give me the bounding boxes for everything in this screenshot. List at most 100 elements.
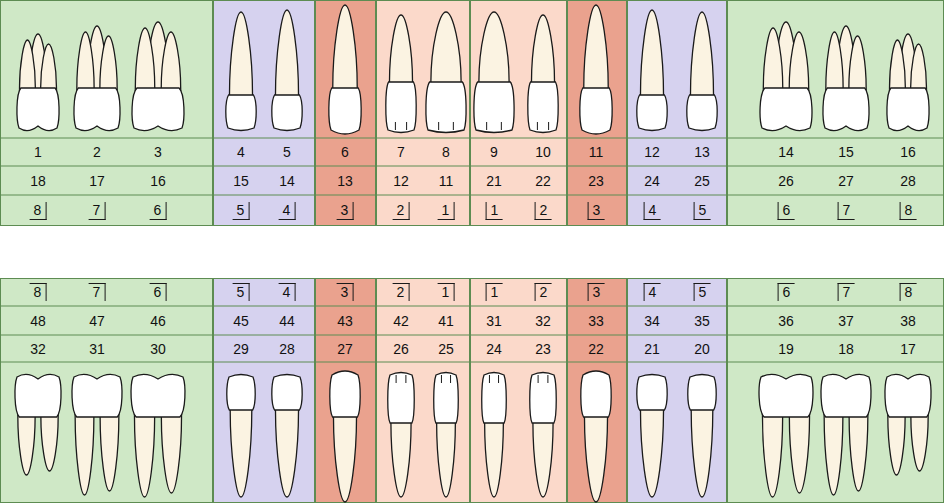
tooth-crown xyxy=(15,374,61,417)
tooth xyxy=(226,12,256,131)
tooth-number: 21 xyxy=(644,342,660,357)
tooth-illustration xyxy=(470,0,567,226)
tooth-root xyxy=(888,411,905,475)
tooth-number: 48 xyxy=(30,314,46,329)
row-divider xyxy=(727,362,944,363)
tooth-root xyxy=(75,411,94,495)
tooth-root xyxy=(275,10,298,101)
tooth-group-band: 34327 xyxy=(315,278,376,503)
row-divider xyxy=(567,335,627,336)
teeth xyxy=(227,375,302,498)
palmer-number: 8 xyxy=(30,283,47,301)
teeth xyxy=(759,374,931,497)
row-divider xyxy=(315,362,376,363)
row-divider xyxy=(470,335,567,336)
tooth-number: 12 xyxy=(644,145,660,160)
tooth-number: 30 xyxy=(150,342,166,357)
tooth xyxy=(74,26,120,131)
tooth-crown xyxy=(759,374,813,417)
teeth xyxy=(17,22,184,131)
tooth-group-band: 678363738191817 xyxy=(727,278,944,503)
palmer-number: 5 xyxy=(233,202,250,220)
tooth xyxy=(637,375,667,498)
tooth xyxy=(530,373,556,498)
palmer-number: 5 xyxy=(694,283,711,301)
tooth-root xyxy=(333,5,357,94)
tooth-number: 42 xyxy=(393,314,409,329)
tooth xyxy=(72,374,122,495)
tooth-crown xyxy=(272,95,302,131)
row-divider xyxy=(0,138,213,139)
tooth-root xyxy=(762,411,782,497)
palmer-number: 2 xyxy=(393,202,410,220)
incisal-mark xyxy=(547,375,548,383)
tooth-illustration xyxy=(627,0,727,226)
tooth-number: 23 xyxy=(588,174,604,189)
row-divider xyxy=(727,166,944,167)
incisal-mark xyxy=(450,375,451,383)
tooth-crown xyxy=(330,371,360,417)
tooth xyxy=(687,12,717,131)
tooth-number: 13 xyxy=(337,174,353,189)
tooth-crown xyxy=(17,88,59,131)
tooth-root xyxy=(533,417,553,497)
tooth-root xyxy=(824,411,843,495)
tooth-number: 11 xyxy=(439,174,454,189)
tooth-number: 13 xyxy=(694,145,710,160)
row-divider xyxy=(315,306,376,307)
tooth-number: 28 xyxy=(900,174,916,189)
teeth xyxy=(482,373,557,498)
tooth-root xyxy=(691,404,713,497)
incisal-mark xyxy=(501,122,502,130)
teeth xyxy=(637,10,717,131)
row-divider xyxy=(627,306,727,307)
tooth-illustration xyxy=(727,0,944,226)
tooth-number: 31 xyxy=(486,314,502,329)
tooth-root xyxy=(531,15,554,88)
tooth-illustration xyxy=(376,278,470,503)
tooth-illustration xyxy=(213,278,315,503)
row-divider xyxy=(315,166,376,167)
tooth-root xyxy=(275,404,298,497)
row-divider xyxy=(376,166,470,167)
row-divider xyxy=(627,138,727,139)
tooth-number: 27 xyxy=(838,174,854,189)
tooth-crown xyxy=(434,373,459,424)
palmer-number: 4 xyxy=(279,283,296,301)
tooth-number: 33 xyxy=(588,314,604,329)
row-divider xyxy=(376,335,470,336)
tooth-number: 38 xyxy=(900,314,916,329)
tooth-number: 37 xyxy=(838,314,854,329)
tooth-root xyxy=(134,411,154,497)
tooth-illustration xyxy=(567,278,627,503)
row-divider xyxy=(376,138,470,139)
tooth-crown xyxy=(821,374,871,417)
teeth xyxy=(386,12,466,133)
tooth-crown xyxy=(823,88,869,131)
tooth-number: 3 xyxy=(154,145,162,160)
tooth-crown xyxy=(74,88,120,131)
teeth xyxy=(330,371,360,502)
row-divider xyxy=(627,362,727,363)
tooth-number: 14 xyxy=(279,174,295,189)
tooth-number: 24 xyxy=(644,174,660,189)
tooth-root xyxy=(763,28,782,94)
row-divider xyxy=(470,195,567,196)
row-divider xyxy=(0,195,213,196)
tooth-number: 43 xyxy=(337,314,353,329)
tooth-group-band: 1231322423 xyxy=(470,278,567,503)
row-divider xyxy=(213,166,315,167)
tooth-root xyxy=(161,32,180,94)
teeth xyxy=(474,12,558,133)
tooth-number: 16 xyxy=(900,145,916,160)
tooth-number: 7 xyxy=(397,145,405,160)
tooth xyxy=(474,12,514,133)
tooth-root xyxy=(485,417,504,497)
tooth-root xyxy=(640,404,663,497)
tooth-root xyxy=(100,411,119,491)
tooth-illustration xyxy=(315,278,376,503)
incisal-mark xyxy=(438,122,439,130)
tooth-group-band: 33322 xyxy=(567,278,627,503)
tooth xyxy=(821,374,871,495)
palmer-number: 6 xyxy=(150,283,167,301)
